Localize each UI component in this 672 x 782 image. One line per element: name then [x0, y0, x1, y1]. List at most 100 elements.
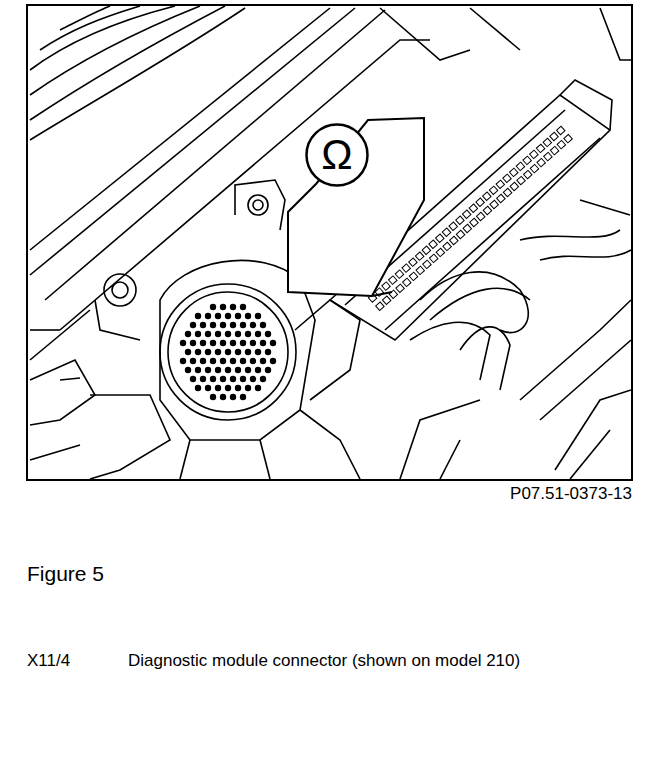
connector-pin	[210, 376, 216, 382]
connector-pin	[260, 340, 266, 346]
connector-pin	[255, 349, 261, 355]
connector-pin	[195, 385, 201, 391]
connector-pin	[422, 246, 430, 254]
connector-pin	[490, 200, 498, 208]
connector-pin	[396, 284, 404, 292]
connector-pin	[210, 322, 216, 328]
connector-pin	[449, 222, 457, 230]
connector-pin	[537, 158, 545, 166]
connector-pin	[389, 276, 397, 284]
connector-pin	[225, 313, 231, 319]
connector-pin	[510, 182, 518, 190]
connector-pin	[382, 282, 390, 290]
connector-pin	[415, 252, 423, 260]
component-description: Diagnostic module connector (shown on mo…	[128, 651, 520, 671]
connector-pin	[240, 340, 246, 346]
connector-pin	[265, 367, 271, 373]
connector-pin	[205, 331, 211, 337]
connector-pin	[470, 218, 478, 226]
connector-pin	[250, 322, 256, 328]
connector-pin	[496, 180, 504, 188]
connector-pin	[195, 367, 201, 373]
connector-pin	[255, 367, 261, 373]
connector-pin	[215, 349, 221, 355]
connector-pin	[230, 340, 236, 346]
connector-pin	[235, 313, 241, 319]
connector-pin	[205, 313, 211, 319]
connector-pin	[215, 385, 221, 391]
connector-pin	[245, 331, 251, 337]
measure-symbol-circle: Ω	[305, 123, 369, 187]
connector-pin	[215, 331, 221, 337]
connector-pin	[409, 272, 417, 280]
connector-pin	[250, 358, 256, 364]
connector-pin	[544, 152, 552, 160]
connector-pin	[260, 358, 266, 364]
connector-pin	[523, 156, 531, 164]
connector-pin	[402, 264, 410, 272]
connector-pin	[180, 358, 186, 364]
connector-pin	[270, 358, 276, 364]
connector-pin	[245, 349, 251, 355]
connector-pin	[240, 376, 246, 382]
illustration-lines	[30, 6, 631, 479]
connector-pin	[210, 358, 216, 364]
connector-pin	[240, 358, 246, 364]
connector-pin	[497, 194, 505, 202]
connector-pin	[215, 367, 221, 373]
connector-pin	[376, 302, 384, 310]
connector-pin	[220, 376, 226, 382]
connector-pin	[210, 304, 216, 310]
connector-pin	[205, 367, 211, 373]
connector-pin	[255, 331, 261, 337]
connector-pin	[543, 138, 551, 146]
connector-pin	[185, 367, 191, 373]
connector-pin	[195, 313, 201, 319]
connector-pin	[443, 242, 451, 250]
connector-pin	[245, 385, 251, 391]
connector-pin	[476, 212, 484, 220]
connector-pin	[450, 236, 458, 244]
connector-pin	[230, 322, 236, 328]
connector-pin	[220, 394, 226, 400]
connector-pin	[185, 331, 191, 337]
figure-frame	[27, 5, 632, 480]
connector-pin	[240, 304, 246, 310]
connector-pin	[270, 340, 276, 346]
connector-pin	[524, 170, 532, 178]
component-code: X11/4	[27, 651, 70, 671]
connector-pin	[483, 192, 491, 200]
connector-pin	[483, 206, 491, 214]
connector-pin	[225, 331, 231, 337]
connector-pin	[395, 270, 403, 278]
connector-pin	[550, 146, 558, 154]
connector-pin	[235, 331, 241, 337]
connector-pin	[200, 376, 206, 382]
connector-pin	[245, 313, 251, 319]
connector-pin	[489, 186, 497, 194]
connector-pin	[469, 204, 477, 212]
connector-pin	[195, 349, 201, 355]
connector-pin	[205, 385, 211, 391]
connector-pin	[180, 340, 186, 346]
connector-pin	[220, 322, 226, 328]
connector-pin	[503, 174, 511, 182]
connector-pin	[409, 258, 417, 266]
leader-line	[372, 292, 392, 296]
connector-pin	[476, 198, 484, 206]
connector-pin	[235, 367, 241, 373]
connector-pin	[536, 144, 544, 152]
connector-pin	[240, 322, 246, 328]
connector-pin	[436, 234, 444, 242]
connector-pin	[509, 168, 517, 176]
ohm-symbol: Ω	[321, 134, 352, 176]
connector-pin	[436, 248, 444, 256]
connector-pin	[550, 132, 558, 140]
connector-pins	[180, 304, 276, 400]
connector-pin	[250, 376, 256, 382]
connector-pin	[416, 266, 424, 274]
connector-pin	[230, 376, 236, 382]
connector-pin	[190, 376, 196, 382]
connector-pin	[564, 134, 572, 142]
connector-pin	[260, 376, 266, 382]
